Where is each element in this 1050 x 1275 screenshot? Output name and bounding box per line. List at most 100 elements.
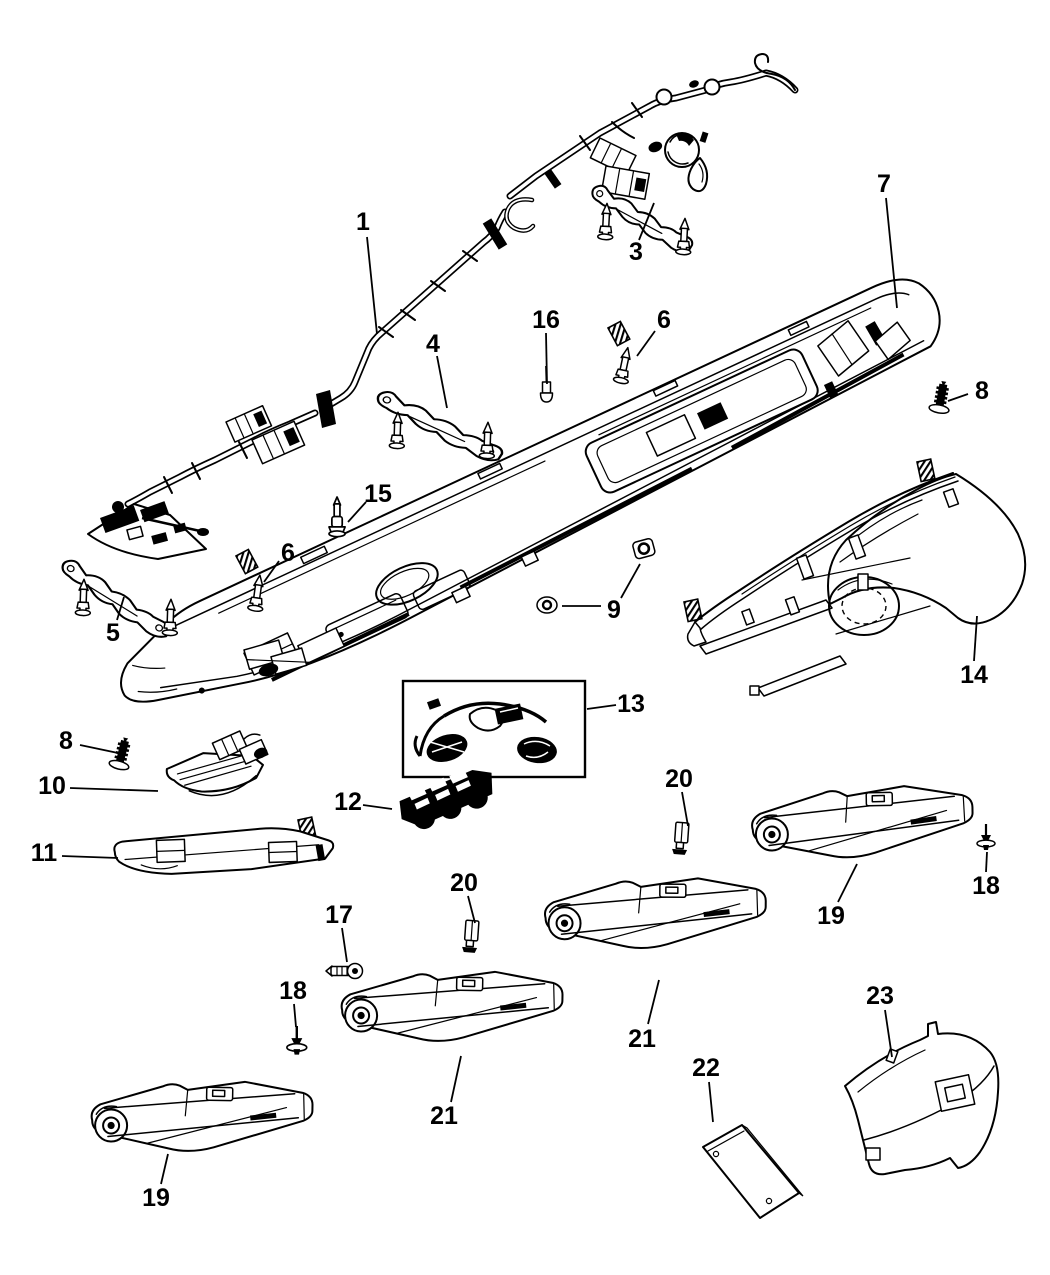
- callout-9: 9: [562, 563, 641, 624]
- screw-8: [107, 734, 137, 773]
- callout-leader-line: [837, 863, 858, 903]
- harness-edge-connector: [251, 420, 306, 465]
- callout-label: 17: [325, 901, 353, 929]
- callout-12: 12: [334, 788, 393, 816]
- pin-15: [328, 496, 346, 538]
- callout-label: 18: [279, 977, 307, 1005]
- callout-leader-line: [884, 1009, 893, 1058]
- harness-loop-clamp: [703, 78, 721, 96]
- grommet-9: [632, 537, 656, 560]
- callout-label: 21: [430, 1102, 458, 1130]
- callout-6: 6: [636, 306, 671, 357]
- callout-8: 8: [59, 727, 119, 755]
- callout-leader-line: [293, 1003, 297, 1028]
- callout-label: 10: [38, 772, 66, 800]
- clip-20: [671, 821, 690, 856]
- callout-label: 1: [356, 208, 370, 236]
- callout-label: 3: [629, 238, 643, 266]
- callout-20: 20: [450, 869, 478, 924]
- callout-label: 18: [972, 872, 1000, 900]
- callout-leader-line: [79, 744, 119, 754]
- callout-19: 19: [817, 863, 858, 930]
- wiring-harness: [87, 53, 799, 560]
- retainer-clip-6: [607, 320, 631, 347]
- storage-bin-21: [543, 876, 767, 951]
- hinge-pin-17: [325, 962, 364, 980]
- callout-label: 20: [450, 869, 478, 897]
- callout-leader-line: [362, 804, 393, 810]
- callout-leader-line: [885, 197, 898, 309]
- retainer-clip: [916, 458, 936, 483]
- callout-label: 11: [31, 839, 58, 867]
- callout-19: 19: [142, 1153, 170, 1212]
- callout-8: 8: [947, 377, 989, 405]
- callout-10: 10: [38, 772, 159, 800]
- reading-lamp-10: [165, 730, 269, 797]
- callout-label: 16: [532, 306, 560, 334]
- switch-bank-12: [399, 769, 493, 830]
- clip-20: [461, 919, 480, 954]
- callout-leader-line: [436, 355, 448, 409]
- callout-label: 23: [866, 982, 894, 1010]
- callout-22: 22: [692, 1054, 720, 1123]
- callout-leader-line: [341, 927, 348, 963]
- console-lamp-bracket: [243, 639, 311, 677]
- callout-15: 15: [347, 480, 392, 523]
- callout-21: 21: [430, 1055, 462, 1130]
- callout-leader-line: [160, 1153, 169, 1185]
- harness-tape-marks: [163, 102, 643, 494]
- callout-label: 13: [617, 690, 645, 718]
- callout-label: 14: [960, 661, 988, 689]
- callout-7: 7: [877, 170, 898, 309]
- callout-16: 16: [532, 306, 560, 385]
- callout-label: 9: [607, 596, 621, 624]
- callout-leader-line: [708, 1081, 714, 1123]
- screw-8: [927, 378, 955, 416]
- callout-leader-line: [545, 332, 548, 385]
- callout-18: 18: [972, 851, 1000, 900]
- harness-connector-cluster: [589, 121, 709, 200]
- callout-leader-line: [366, 236, 378, 335]
- storage-bin-19: [750, 783, 975, 860]
- callout-23: 23: [866, 982, 894, 1058]
- callout-leader-line: [61, 855, 119, 859]
- callout-leader-line: [620, 563, 641, 599]
- callout-20: 20: [665, 765, 693, 827]
- mounting-plate-22: [702, 1124, 804, 1219]
- pushpin-fastener: [388, 411, 407, 450]
- callout-leader-line: [681, 791, 689, 827]
- callout-leader-line: [347, 501, 367, 523]
- callout-18: 18: [279, 977, 307, 1028]
- callout-label: 12: [334, 788, 362, 816]
- storage-bin-19: [90, 1078, 314, 1155]
- rear-console-housing-14: [686, 472, 1027, 697]
- callout-leader-line: [636, 330, 656, 357]
- callout-leader-line: [69, 787, 159, 792]
- rivet-18: [975, 822, 997, 852]
- callout-leader-line: [263, 560, 280, 583]
- callout-21: 21: [628, 979, 660, 1053]
- callout-leader-line: [586, 704, 617, 710]
- callout-label: 19: [817, 902, 845, 930]
- callout-leader-line: [467, 895, 476, 924]
- callout-1: 1: [356, 208, 378, 335]
- storage-bin-21: [340, 968, 564, 1045]
- harness-left-connectors: [87, 501, 209, 560]
- callout-label: 15: [364, 480, 392, 508]
- callout-label: 19: [142, 1184, 170, 1212]
- callout-leader-line: [638, 202, 655, 241]
- callout-leader-line: [947, 393, 969, 402]
- callout-label: 22: [692, 1054, 720, 1082]
- callout-leader-line: [973, 615, 978, 662]
- harness-edge-connector: [225, 404, 273, 443]
- callout-label: 21: [628, 1025, 656, 1053]
- lamp-wiring-inset-box-13: [401, 679, 587, 779]
- callout-label: 5: [106, 619, 120, 647]
- callout-leader-line: [450, 1055, 462, 1103]
- overhead-console-housing: [120, 278, 941, 703]
- callout-leader-line: [116, 596, 125, 621]
- callout-label: 20: [665, 765, 693, 793]
